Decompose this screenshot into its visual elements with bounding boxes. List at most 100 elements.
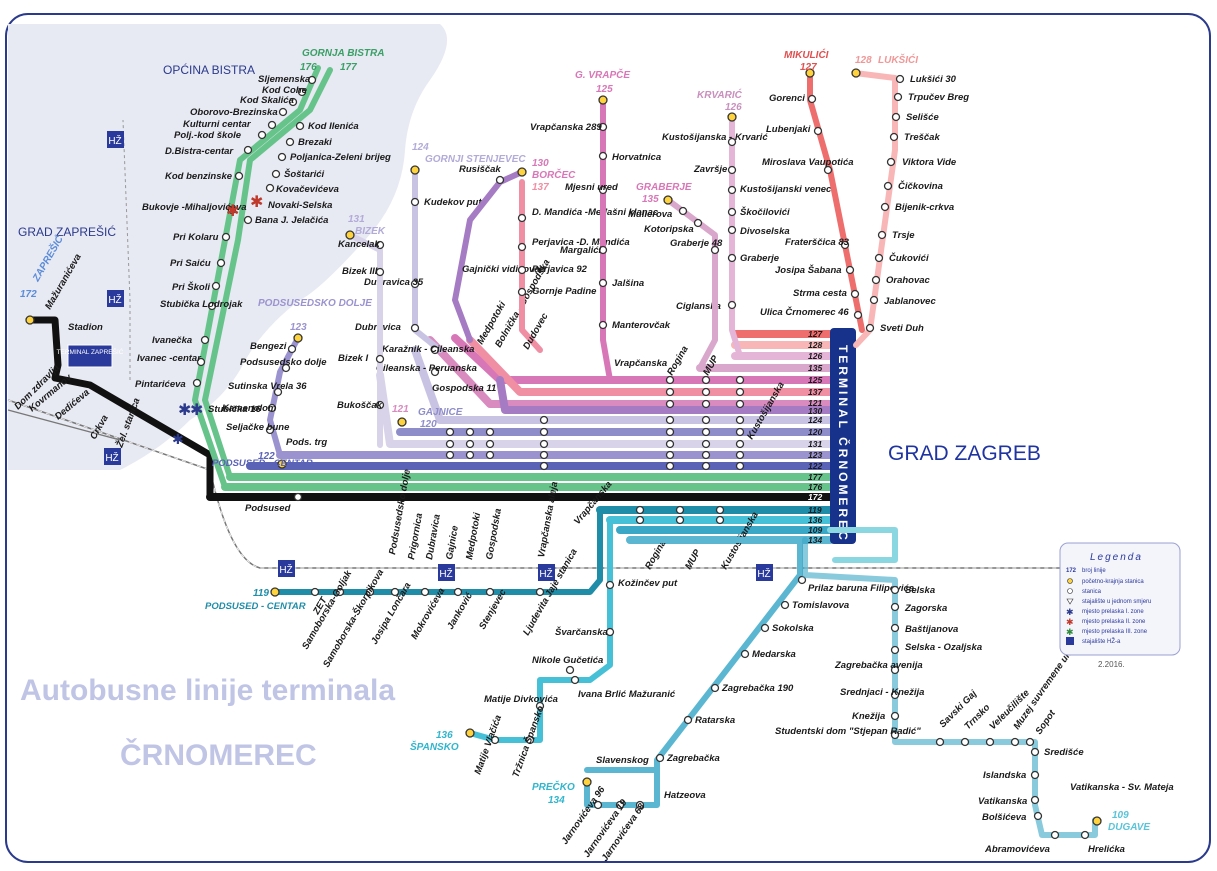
svg-text:122: 122 [258, 451, 275, 462]
route-130-137: 130 BORČEC Rusiščak Gajnički vidikovac M… [452, 158, 659, 353]
svg-text:✱: ✱ [250, 194, 263, 211]
terminus-zapresic [25, 315, 35, 325]
svg-text:✱: ✱ [1066, 617, 1074, 627]
svg-text:✱: ✱ [1066, 627, 1074, 637]
svg-text:Lukšići 30: Lukšići 30 [910, 74, 957, 85]
svg-text:Bizek III: Bizek III [342, 266, 378, 277]
svg-text:Orahovac: Orahovac [886, 275, 931, 286]
svg-text:Završje: Završje [693, 164, 728, 175]
svg-text:127: 127 [808, 329, 823, 339]
svg-text:126: 126 [808, 351, 822, 361]
svg-text:Sokolska: Sokolska [772, 623, 814, 634]
svg-text:Lubenjaki: Lubenjaki [766, 124, 811, 135]
svg-text:136: 136 [436, 730, 453, 741]
svg-text:Dubravica 35: Dubravica 35 [364, 277, 424, 288]
svg-text:109: 109 [808, 525, 822, 535]
svg-text:broj linije: broj linije [1082, 568, 1106, 574]
svg-text:Podsusedsko dolje: Podsusedsko dolje [240, 357, 327, 368]
svg-text:PODSUSED - CENTAR: PODSUSED - CENTAR [205, 601, 306, 612]
svg-text:Pods. trg: Pods. trg [286, 437, 327, 448]
svg-text:Središće: Središće [1044, 747, 1084, 758]
svg-text:početno-krajnja stanica: početno-krajnja stanica [1082, 579, 1144, 585]
svg-text:DUGAVE: DUGAVE [1108, 822, 1150, 833]
svg-text:Seljačke bune: Seljačke bune [226, 422, 290, 433]
svg-text:135: 135 [808, 363, 822, 373]
svg-text:Graberje 48: Graberje 48 [670, 238, 723, 249]
svg-text:Knežija: Knežija [852, 711, 885, 722]
svg-text:Kod Skalića: Kod Skalića [240, 95, 294, 106]
map-title-line1: Autobusne linije terminala [20, 674, 395, 707]
svg-text:LUKŠIĆI: LUKŠIĆI [878, 53, 918, 66]
svg-text:Tomislavova: Tomislavova [792, 600, 849, 611]
svg-text:PREČKO: PREČKO [532, 780, 575, 793]
svg-text:128: 128 [808, 340, 822, 350]
route-176-177: GORNJA BISTRA 176 177 Sljemenska Kod Coh… [135, 48, 391, 490]
svg-text:HŽ: HŽ [108, 293, 121, 306]
terminal-crnomerec-label: TERMINAL ČRNOMEREC [836, 345, 851, 543]
svg-text:Kod Ilenića: Kod Ilenića [308, 121, 359, 132]
rail-stop-icon: HŽ HŽ HŽ HŽ HŽ HŽ HŽ [104, 131, 773, 581]
svg-text:Ratarska: Ratarska [695, 715, 735, 726]
svg-text:Islandska: Islandska [983, 770, 1026, 781]
svg-text:Kožinčev put: Kožinčev put [618, 578, 678, 589]
svg-text:Slavenskog: Slavenskog [596, 755, 649, 766]
svg-text:KRVARIĆ: KRVARIĆ [697, 88, 743, 101]
svg-text:Jablanovec: Jablanovec [884, 296, 936, 307]
svg-text:176: 176 [808, 482, 822, 492]
svg-text:mjesto prelaska II. zone: mjesto prelaska II. zone [1082, 619, 1146, 625]
svg-text:Kustošijanska - Krvarić: Kustošijanska - Krvarić [662, 132, 768, 143]
svg-text:stajalište u jednom smjeru: stajalište u jednom smjeru [1082, 599, 1151, 605]
svg-text:Nikole Gučetića: Nikole Gučetića [532, 655, 603, 666]
svg-text:Pri Školi: Pri Školi [172, 281, 210, 293]
svg-text:Čileanska - Peruanska: Čileanska - Peruanska [376, 362, 477, 374]
svg-text:HŽ: HŽ [757, 567, 770, 580]
svg-text:PODSUSEDSKO DOLJE: PODSUSEDSKO DOLJE [258, 298, 372, 309]
svg-text:GORNJA BISTRA: GORNJA BISTRA [302, 48, 384, 59]
svg-text:123: 123 [290, 322, 307, 333]
svg-text:Gajnički vidikovac: Gajnički vidikovac [462, 264, 546, 275]
svg-text:Miroslava Vaupotića: Miroslava Vaupotića [762, 157, 854, 168]
svg-text:HŽ: HŽ [279, 563, 292, 576]
svg-text:Polj.-kod škole: Polj.-kod škole [174, 130, 242, 141]
route-126-135: KRVARIĆ 126 Kustošijanska - Krvarić Zavr… [628, 88, 832, 371]
svg-text:Selska: Selska [905, 585, 935, 596]
svg-text:172: 172 [20, 289, 37, 300]
svg-text:Jalšina: Jalšina [612, 278, 644, 289]
svg-text:172: 172 [808, 492, 822, 502]
svg-text:177: 177 [808, 472, 823, 482]
svg-text:Selska - Ozaljska: Selska - Ozaljska [905, 642, 982, 653]
svg-text:125: 125 [596, 84, 613, 95]
svg-text:GRABERJE: GRABERJE [636, 182, 692, 193]
map-title-line2: ČRNOMEREC [120, 738, 317, 772]
svg-text:172: 172 [1066, 568, 1077, 574]
svg-text:Josipa Šabana: Josipa Šabana [775, 264, 842, 276]
svg-text:Divoselska: Divoselska [740, 226, 790, 237]
svg-text:Kustošijanski venec: Kustošijanski venec [740, 184, 832, 195]
svg-text:Manterovčak: Manterovčak [612, 320, 671, 331]
svg-text:Novaki-Selska: Novaki-Selska [268, 200, 332, 211]
svg-text:Mjesni ured: Mjesni ured [565, 182, 618, 193]
svg-text:121: 121 [392, 404, 409, 415]
svg-text:130: 130 [532, 158, 549, 169]
svg-text:Oborovo-Brezinska: Oborovo-Brezinska [190, 107, 278, 118]
svg-text:BIZEK: BIZEK [355, 226, 386, 237]
svg-text:Čukovići: Čukovići [889, 252, 929, 264]
svg-text:Ciglanska: Ciglanska [676, 301, 721, 312]
zone-star-icon: ✱ ✱ ✱ ✱ ✱ [172, 194, 263, 447]
svg-text:Selišće: Selišće [906, 112, 939, 123]
route-122-123: 122 PODSUSED - CENTAR PODSUSEDSKO DOLJE … [212, 298, 372, 469]
region-label-grad-zapresic: GRAD ZAPREŠIĆ [18, 224, 116, 239]
svg-text:130: 130 [808, 406, 822, 416]
region-label-opcina-bistra: OPĆINA BISTRA [163, 62, 255, 77]
svg-text:Vrapčanska 289: Vrapčanska 289 [530, 122, 602, 133]
svg-text:Vrapčanska: Vrapčanska [614, 358, 667, 369]
svg-text:mjesto prelaska I. zone: mjesto prelaska I. zone [1082, 609, 1144, 615]
svg-text:128: 128 [855, 55, 872, 66]
legend-title: Legenda [1090, 552, 1143, 563]
svg-text:mjesto prelaska III. zone: mjesto prelaska III. zone [1082, 629, 1148, 635]
svg-text:Prilaz baruna Filipovića: Prilaz baruna Filipovića [808, 583, 914, 594]
svg-text:124: 124 [412, 142, 429, 153]
svg-text:Bana J. Jelačića: Bana J. Jelačića [255, 215, 328, 226]
